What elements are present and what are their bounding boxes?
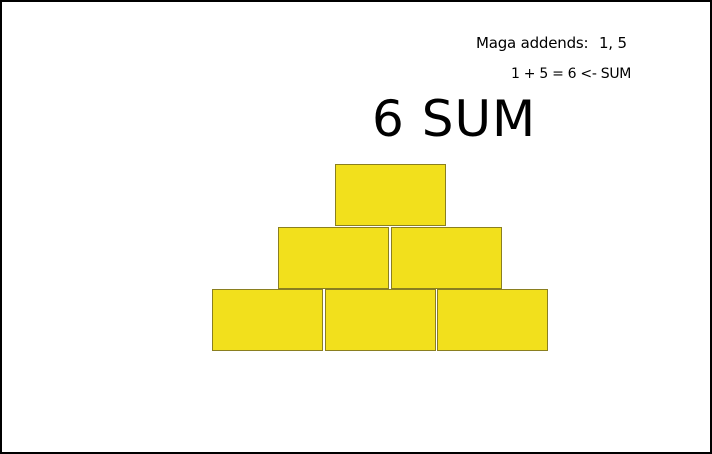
addends-line: Maga addends: 1, 5 [476,34,627,52]
pyramid-block[interactable] [335,164,446,226]
pyramid-block[interactable] [212,289,323,351]
pyramid-block[interactable] [325,289,436,351]
sum-title: 6 SUM [372,90,537,148]
pyramid-block[interactable] [437,289,548,351]
pyramid-block[interactable] [391,227,502,289]
pyramid-block[interactable] [278,227,389,289]
addends-label: Maga addends: [476,34,589,52]
sum-equation: 1 + 5 = 6 <- SUM [511,66,632,82]
addends-values: 1, 5 [598,34,627,52]
